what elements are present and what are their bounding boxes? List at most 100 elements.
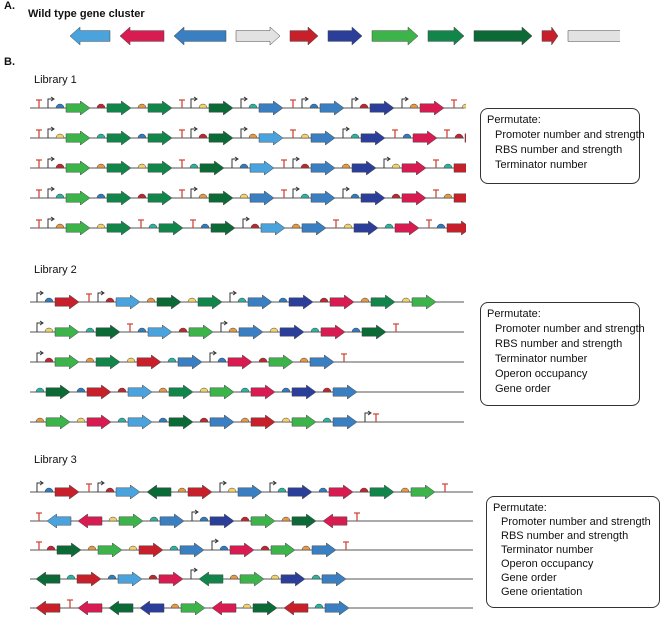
gene-arrow	[46, 513, 72, 529]
promoter-symbol	[47, 96, 55, 108]
terminator-symbol	[36, 99, 42, 108]
promoter-symbol	[292, 186, 300, 198]
rbs-symbol	[281, 387, 291, 393]
gene-arrow	[106, 160, 132, 176]
gene-arrow	[235, 26, 281, 46]
rbs-symbol	[341, 163, 351, 169]
rbs-symbol	[108, 516, 118, 522]
rbs-symbol	[401, 297, 411, 303]
gene-arrow	[332, 414, 358, 430]
terminator-symbol	[36, 512, 42, 521]
wild-type-gene-cluster	[69, 26, 620, 46]
rbs-symbol	[46, 545, 56, 551]
rbs-symbol	[149, 516, 159, 522]
gene-arrow	[118, 513, 144, 529]
gene-arrow	[179, 542, 205, 558]
gene-arrow	[65, 130, 91, 146]
rbs-symbol	[107, 574, 117, 580]
rbs-symbol	[359, 103, 369, 109]
rbs-symbol	[240, 417, 250, 423]
gene-arrow	[119, 26, 165, 46]
gene-arrow	[45, 414, 71, 430]
terminator-symbol	[442, 483, 448, 492]
library-3-permutation: Gene orientation	[501, 586, 583, 598]
rbs-symbol	[239, 193, 249, 199]
promoter-symbol	[292, 156, 300, 168]
library-2-permutations-box: Permutate: Promoter number and strength …	[480, 302, 645, 406]
promoter-symbol	[219, 480, 227, 492]
gene-arrow	[147, 100, 173, 116]
rbs-symbol	[198, 103, 208, 109]
gene-arrow	[283, 600, 309, 616]
rbs-symbol	[322, 417, 332, 423]
rbs-symbol	[461, 103, 466, 109]
terminator-symbol	[67, 599, 73, 608]
rbs-symbol	[96, 193, 106, 199]
gene-arrow	[146, 484, 172, 500]
gene-arrow	[86, 414, 112, 430]
gene-arrow	[69, 26, 111, 46]
gene-arrow	[446, 220, 466, 236]
library-2-permutation: RBS number and strength	[495, 338, 623, 350]
rbs-symbol	[76, 387, 86, 393]
gene-arrow	[247, 294, 273, 310]
gene-arrow	[97, 542, 123, 558]
gene-arrow	[419, 100, 445, 116]
rbs-symbol	[158, 417, 168, 423]
gene-arrow	[209, 384, 235, 400]
terminator-symbol	[179, 99, 185, 108]
promoter-symbol	[190, 126, 198, 138]
rbs-symbol	[278, 297, 288, 303]
terminator-symbol	[433, 189, 439, 198]
terminator-symbol	[190, 219, 196, 228]
gene-arrow	[211, 600, 237, 616]
terminator-symbol	[392, 129, 398, 138]
promoter-symbol	[36, 350, 44, 362]
gene-arrow	[208, 100, 234, 116]
rbs-symbol	[105, 297, 115, 303]
gene-arrow	[106, 190, 132, 206]
library-1-permutation: Promoter number and strength	[495, 129, 645, 141]
panel-a-title: Wild type gene cluster	[28, 8, 145, 20]
rbs-symbol	[44, 487, 54, 493]
gene-arrow	[249, 160, 275, 176]
rbs-symbol	[137, 193, 147, 199]
gene-arrow	[177, 354, 203, 370]
gene-arrow	[106, 100, 132, 116]
promoter-symbol	[342, 186, 350, 198]
gene-arrow	[227, 354, 253, 370]
rbs-symbol	[270, 574, 280, 580]
promoter-symbol	[209, 350, 217, 362]
rbs-symbol	[443, 193, 453, 199]
rbs-symbol	[351, 327, 361, 333]
rbs-symbol	[281, 516, 291, 522]
gene-arrow	[54, 354, 80, 370]
rbs-symbol	[187, 297, 197, 303]
gene-arrow	[77, 600, 103, 616]
gene-arrow	[95, 354, 121, 370]
gene-arrow	[208, 190, 234, 206]
rbs-symbol	[248, 133, 258, 139]
terminator-symbol	[36, 129, 42, 138]
promoter-symbol	[97, 480, 105, 492]
gene-arrow	[138, 542, 164, 558]
gene-arrow	[411, 294, 437, 310]
promoter-symbol	[47, 186, 55, 198]
rbs-symbol	[237, 297, 247, 303]
gene-arrow	[260, 220, 286, 236]
library-2-permutation: Gene order	[495, 383, 551, 395]
gene-arrow	[288, 294, 314, 310]
gene-arrow	[310, 190, 336, 206]
gene-arrow	[115, 294, 141, 310]
terminator-symbol	[179, 129, 185, 138]
gene-arrow	[464, 133, 466, 143]
gene-arrow	[310, 130, 336, 146]
rbs-symbol	[199, 516, 209, 522]
gene-arrow	[329, 294, 355, 310]
rbs-symbol	[310, 327, 320, 333]
rbs-symbol	[384, 223, 394, 229]
gene-arrow	[401, 190, 427, 206]
gene-arrow	[197, 294, 223, 310]
terminator-symbol	[354, 512, 360, 521]
gene-arrow	[76, 571, 102, 587]
